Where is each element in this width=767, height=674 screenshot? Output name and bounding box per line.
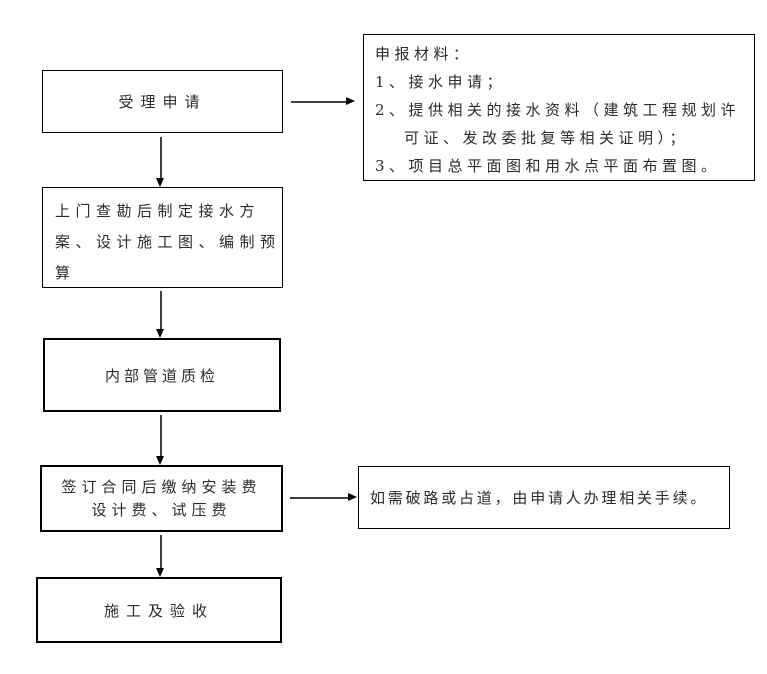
flow-step-internal-pipe-inspection: 内部管道质检 (43, 338, 281, 412)
flow-step-fees-line-2: 设计费、试压费 (91, 500, 232, 519)
arrow-step3-to-step4-line (160, 415, 162, 456)
arrow-step1-to-step2-line (160, 137, 162, 178)
flow-step-internal-pipe-inspection-label: 内部管道质检 (104, 366, 219, 385)
materials-item-2: 2、提供相关的接水资料（建筑工程规划许 (375, 101, 741, 119)
flow-step-construction-acceptance: 施工及验收 (36, 577, 282, 643)
flow-step-accept-application: 受理申请 (42, 70, 283, 133)
arrow-step1-to-step2-head-icon (156, 178, 164, 187)
arrow-step2-to-step3-head-icon (156, 329, 164, 338)
arrow-step2-to-step3-line (160, 291, 162, 329)
flow-step-sign-contract-pay-fees: 签订合同后缴纳安装费 设计费、试压费 (40, 465, 283, 532)
note-road-permission: 如需破路或占道，由申请人办理相关手续。 (358, 466, 730, 529)
arrow-step4-to-step5-line (160, 535, 162, 568)
arrow-step3-to-step4-head-icon (156, 456, 164, 465)
arrow-step4-to-roadnote-line (290, 497, 348, 499)
flow-step-survey-and-plan: 上门查勘后制定接水方 案、设计施工图、编制预 算 (42, 187, 283, 288)
arrow-step1-to-materials-head-icon (346, 97, 355, 105)
materials-item-2-continued: 可证、发改委批复等相关证明）； (404, 129, 690, 147)
materials-item-1: 1、接水申请； (375, 73, 507, 91)
flow-step-accept-application-label: 受理申请 (118, 93, 207, 111)
flow-step-survey-line-2: 案、设计施工图、编制预 (55, 233, 281, 251)
arrow-step4-to-step5-head-icon (156, 568, 164, 577)
materials-item-3: 3、项目总平面图和用水点平面布置图。 (375, 157, 721, 175)
flow-step-fees-line-1: 签订合同后缴纳安装费 (61, 477, 262, 496)
note-road-permission-label: 如需破路或占道，由申请人办理相关手续。 (370, 489, 709, 507)
note-application-materials: 申报材料： 1、接水申请； 2、提供相关的接水资料（建筑工程规划许 可证、发改委… (363, 34, 755, 181)
flow-step-construction-acceptance-label: 施工及验收 (103, 601, 214, 620)
flow-step-survey-line-3: 算 (55, 264, 76, 282)
materials-heading: 申报材料： (375, 45, 473, 63)
arrow-step4-to-roadnote-head-icon (348, 493, 357, 501)
arrow-step1-to-materials-line (291, 101, 346, 103)
flow-step-survey-line-1: 上门查勘后制定接水方 (55, 202, 261, 220)
